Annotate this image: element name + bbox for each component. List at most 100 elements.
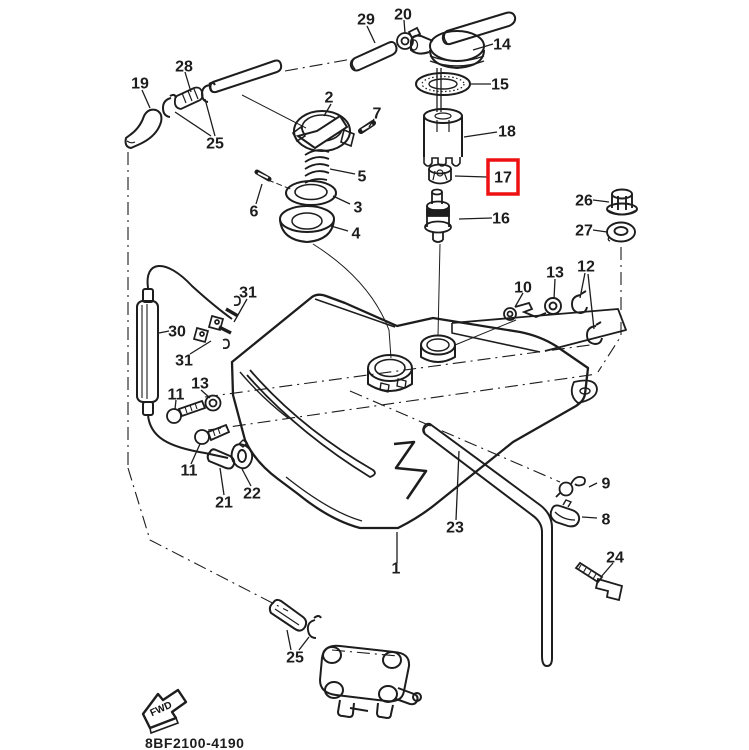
callout-9[interactable]: 9 [602, 476, 611, 493]
callout-31[interactable]: 31 [175, 353, 193, 370]
leader-line [184, 71, 192, 93]
leader-line [454, 175, 488, 178]
part-8-clamp-drawing [549, 499, 581, 528]
part-16-valve-drawing [424, 188, 452, 243]
leader-line [241, 468, 252, 487]
leader-line [219, 467, 225, 496]
fwd-arrow: FWD [141, 688, 188, 735]
leader-line [190, 443, 201, 465]
callout-31[interactable]: 31 [239, 285, 257, 302]
part-14-cap-drawing [409, 30, 485, 70]
leader-line [329, 168, 356, 175]
leader-line [332, 195, 351, 205]
callout-18[interactable]: 18 [498, 124, 516, 141]
hose-to-cap-line [241, 94, 307, 129]
leader-line [189, 340, 212, 355]
callout-2[interactable]: 2 [325, 90, 334, 107]
leader-line [588, 482, 598, 488]
callout-5[interactable]: 5 [358, 169, 367, 186]
part-31-clips-drawing [192, 295, 241, 350]
leader-line [592, 229, 608, 233]
callout-labels: 1234567891011111213131415161718192021222… [131, 7, 624, 667]
highlight-box-layer [486, 158, 520, 196]
part-11-bolt-upper-drawing [166, 399, 207, 424]
leader-line [204, 98, 216, 137]
callout-28[interactable]: 28 [175, 59, 193, 76]
callout-27[interactable]: 27 [575, 223, 593, 240]
leader-line [514, 292, 524, 308]
part-26-nut-drawing [606, 188, 638, 216]
part-4-cup-drawing [279, 205, 335, 244]
callout-10[interactable]: 10 [514, 280, 532, 297]
leader-lines [141, 19, 614, 651]
part-24-screw-drawing [574, 561, 624, 602]
callout-26[interactable]: 26 [575, 193, 593, 210]
part-1-fuel-tank-drawing [230, 293, 627, 530]
callout-8[interactable]: 8 [602, 512, 611, 529]
leader-line [174, 111, 212, 137]
center-lines [127, 58, 622, 657]
callout-14[interactable]: 14 [493, 37, 511, 54]
leader-line [366, 25, 376, 44]
callout-6[interactable]: 6 [250, 204, 259, 221]
engine-mount-drawing [318, 644, 422, 720]
leader-line [587, 273, 595, 330]
callout-30[interactable]: 30 [168, 324, 186, 341]
leader-line [330, 225, 349, 232]
cap-to-tank-line [312, 243, 392, 359]
callout-13[interactable]: 13 [191, 376, 209, 393]
callout-11[interactable]: 11 [168, 387, 185, 404]
callout-16[interactable]: 16 [492, 211, 510, 228]
valve-to-tank-line [437, 243, 441, 337]
callout-29[interactable]: 29 [357, 12, 375, 29]
leader-line [141, 89, 151, 109]
part-12-clips-drawing [571, 290, 603, 345]
part-5-spring-drawing [304, 149, 330, 184]
part-25-clamp-upper-drawing [161, 81, 216, 118]
part-27-grommet-drawing [606, 221, 636, 243]
part-6-pin-drawing [254, 169, 294, 191]
leader-line [455, 450, 460, 521]
callout-21[interactable]: 21 [215, 495, 233, 512]
callout-24[interactable]: 24 [606, 550, 624, 567]
part-18-float-body-drawing [423, 68, 463, 167]
callout-4[interactable]: 4 [352, 226, 361, 243]
leader-line [581, 516, 598, 519]
leader-line [298, 636, 310, 651]
leader-line [200, 389, 211, 399]
leader-line [600, 562, 614, 578]
callout-25[interactable]: 25 [286, 650, 304, 667]
callout-15[interactable]: 15 [491, 77, 509, 94]
leader-line [323, 103, 332, 117]
callout-11[interactable]: 11 [181, 463, 198, 480]
part-13-grommet-right-drawing [544, 297, 562, 315]
part-20-clamp-drawing [396, 26, 422, 50]
callout-17-highlighted[interactable]: 17 [494, 170, 512, 187]
callout-13[interactable]: 13 [546, 265, 564, 282]
part-28-joint-drawing [173, 86, 204, 110]
leader-line [403, 19, 406, 34]
callout-22[interactable]: 22 [243, 486, 261, 503]
leader-line [286, 629, 292, 651]
diagram-part-code: 8BF2100-4190 [145, 735, 244, 750]
callout-3[interactable]: 3 [354, 200, 363, 217]
callout-1[interactable]: 1 [392, 561, 401, 578]
callout-20[interactable]: 20 [394, 7, 412, 24]
part-15-gasket-drawing [415, 72, 471, 96]
part-30-filter-drawing [136, 265, 233, 459]
part-23-hose-drawing [422, 422, 553, 668]
callout-23[interactable]: 23 [446, 520, 464, 537]
callout-12[interactable]: 12 [577, 259, 595, 276]
leader-line [592, 199, 610, 203]
leader-line [233, 298, 248, 323]
part-21-hose-drawing [206, 448, 236, 470]
leader-line [579, 272, 586, 299]
callout-7[interactable]: 7 [373, 106, 382, 123]
leader-line [174, 399, 177, 410]
callout-19[interactable]: 19 [131, 76, 149, 93]
callout-25[interactable]: 25 [206, 136, 224, 153]
leader-line [463, 131, 498, 138]
part-17-damper-drawing [428, 163, 452, 185]
